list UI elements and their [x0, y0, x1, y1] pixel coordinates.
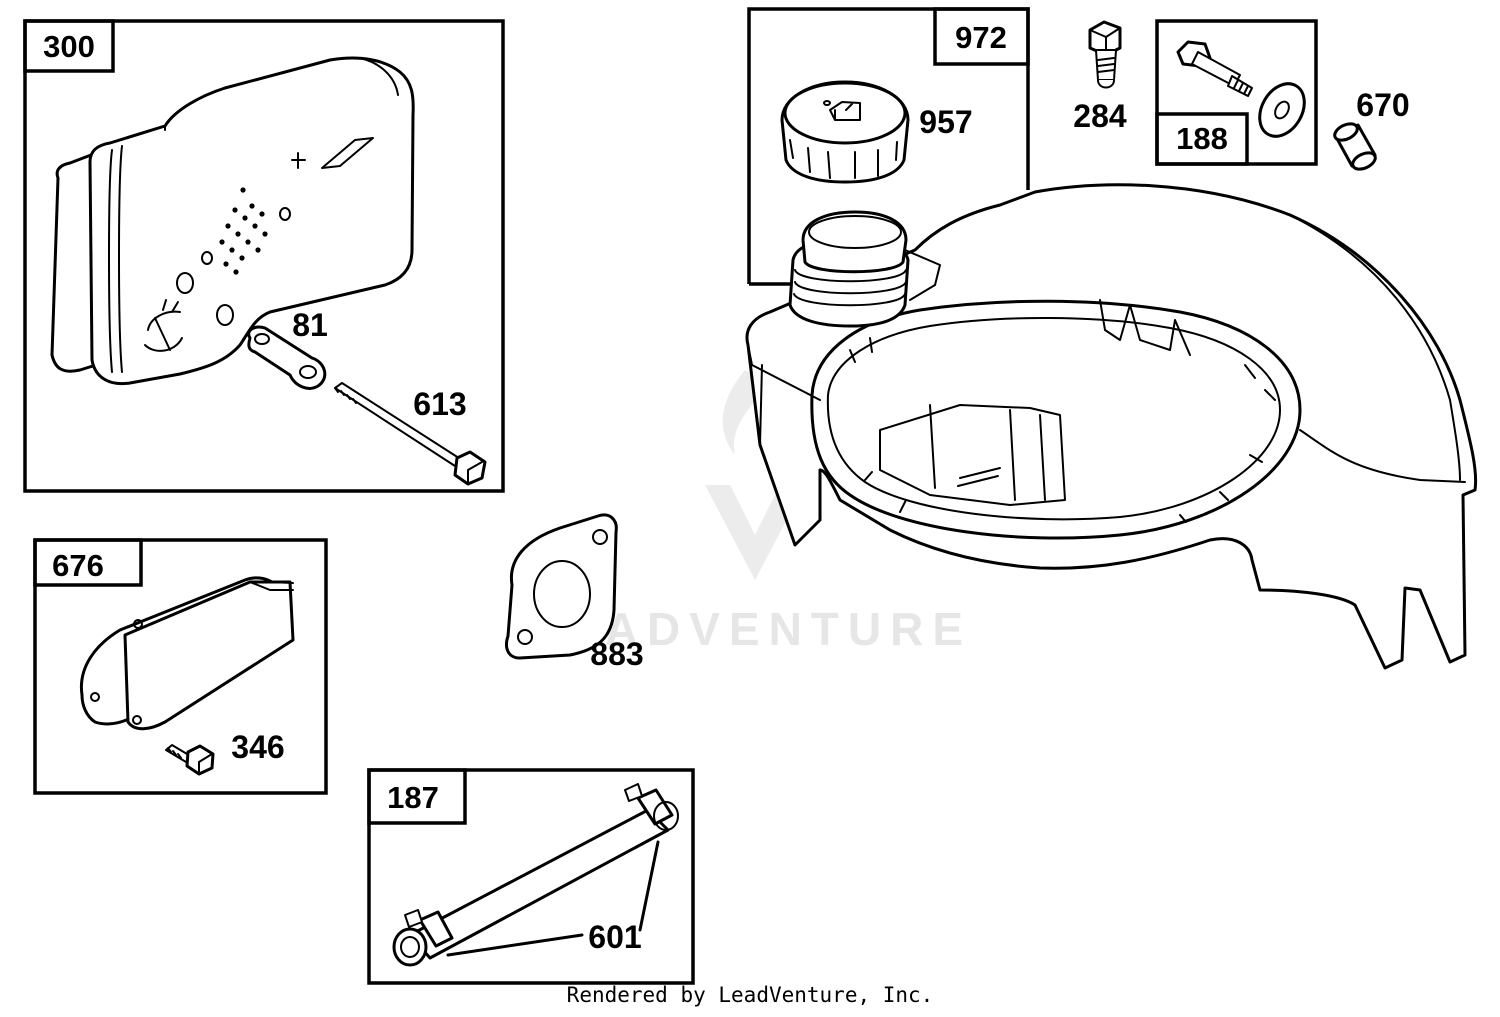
part-957-label[interactable]: 957 [919, 104, 972, 140]
leader-601-a [446, 933, 584, 957]
kit-187-group: 187 601 [367, 768, 695, 985]
kit-188-label[interactable]: 188 [1176, 121, 1228, 156]
kit-187-label-box [367, 768, 467, 825]
part-346-drawing [165, 744, 215, 776]
kit-972-group: 972 957 [747, 7, 1030, 286]
kit-676-group: 676 346 [33, 538, 328, 795]
kit-187-label[interactable]: 187 [387, 780, 439, 815]
kit-188-label-box [1155, 112, 1249, 166]
part-346-label[interactable]: 346 [231, 729, 284, 765]
part-81-drawing [247, 325, 327, 390]
fuel-line-drawing [392, 783, 679, 967]
kit-972-frame [747, 7, 1030, 284]
kit-300-group: 300 [23, 19, 505, 493]
part-613-drawing [334, 382, 487, 486]
part-670-drawing [1333, 122, 1377, 171]
kit-300-label-box [23, 19, 115, 73]
part-188-drawing [1176, 40, 1306, 138]
muffler-drawing [50, 56, 415, 386]
leader-601-b [638, 840, 660, 932]
part-601-label[interactable]: 601 [588, 919, 641, 955]
part-883-label[interactable]: 883 [590, 636, 643, 672]
kit-972-label-box [933, 7, 1030, 66]
kit-188-group: 188 [1155, 19, 1318, 166]
heat-shield-drawing [79, 576, 295, 731]
footer-credit: Rendered by LeadVenture, Inc. [566, 983, 934, 1007]
part-670-label[interactable]: 670 [1356, 87, 1409, 123]
vent-dots [219, 187, 268, 275]
part-284-label[interactable]: 284 [1073, 98, 1127, 134]
part-883-drawing [505, 513, 618, 660]
kit-187-frame [367, 768, 695, 985]
kit-676-label-box [33, 538, 143, 587]
part-957-drawing [780, 80, 910, 184]
kit-300-label[interactable]: 300 [43, 29, 95, 64]
part-284-drawing [1088, 20, 1122, 89]
kit-676-frame [33, 538, 328, 795]
part-81-label[interactable]: 81 [292, 307, 328, 343]
part-613-label[interactable]: 613 [413, 386, 466, 422]
kit-972-label[interactable]: 972 [955, 20, 1007, 55]
kit-676-label[interactable]: 676 [52, 548, 104, 583]
kit-300-frame [23, 19, 505, 493]
fuel-tank-drawing [745, 183, 1478, 670]
